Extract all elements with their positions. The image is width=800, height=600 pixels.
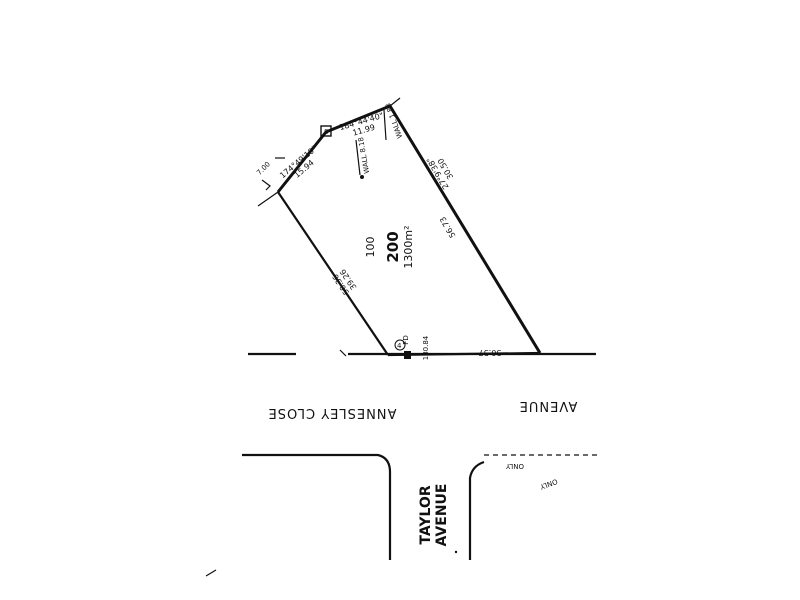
corner-hook: [261, 179, 271, 191]
lot-dot: [360, 175, 364, 179]
road-name-taylor-line2: AVENUE: [434, 484, 450, 547]
east-length: 56.73: [438, 215, 457, 239]
boundary-extension: [257, 191, 279, 207]
wall-line-north: [383, 109, 387, 141]
road-name-annesley: ANNESLEY CLOSE: [268, 405, 397, 420]
lot-number: 200: [384, 231, 402, 262]
lot-area: 1300m²: [402, 225, 415, 268]
bottom-boundary: [387, 351, 541, 357]
corner-tag-box: [320, 125, 332, 137]
road-name-avenue: AVENUE: [519, 398, 578, 413]
corner-tag: 8: [324, 128, 328, 136]
lot-boundary: [276, 104, 542, 354]
south-length: 30.57: [479, 348, 502, 357]
fd-circle: [394, 339, 406, 351]
survey-peg-marker: [404, 351, 411, 359]
road-edge-left: [242, 453, 392, 560]
west-boundary: [277, 191, 389, 356]
fd-number: 4: [397, 342, 402, 350]
road-name-taylor-line1: TAYLOR: [418, 485, 434, 544]
only-label: ONLY: [505, 462, 524, 470]
wall-east-label: WALL 1.88: [384, 102, 404, 139]
only-label-small: ONLY: [538, 477, 558, 491]
road-edge-right: [468, 460, 485, 560]
fd-label: FD: [402, 335, 410, 344]
stray-dot: [454, 550, 458, 554]
post-label: 180.84: [422, 335, 430, 360]
corner-short-length: 7.00: [255, 160, 272, 177]
boundary-extension-north: [389, 97, 401, 107]
tick-mark: [339, 349, 347, 357]
plan-reference: 100: [364, 237, 377, 258]
stray-mark: [205, 569, 217, 577]
wall-line-west: [355, 139, 361, 176]
